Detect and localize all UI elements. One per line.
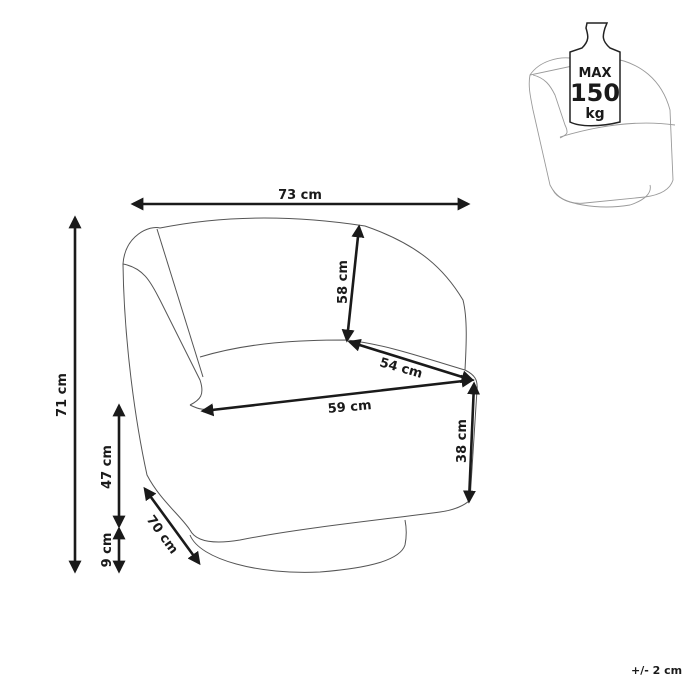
- seat-width-arrow: [200, 374, 475, 417]
- weight-icon: MAX 150 kg: [569, 22, 621, 127]
- seat-depth-label: 54 cm: [378, 355, 424, 382]
- load-badge-value: 150: [570, 79, 620, 107]
- width-label: 73 cm: [278, 188, 322, 203]
- depth-label: 70 cm: [143, 513, 181, 557]
- tolerance-note: +/- 2 cm: [631, 664, 683, 677]
- armrest-height-label: 38 cm: [455, 419, 470, 463]
- load-badge-max: MAX: [578, 66, 611, 81]
- chair-outline: [122, 217, 478, 573]
- backrest-arrow: [341, 224, 365, 343]
- armrest-height-arrow: [462, 381, 481, 504]
- height-label: 71 cm: [55, 373, 70, 417]
- seat-depth-arrow: [347, 338, 475, 384]
- depth-arrow: [143, 486, 201, 566]
- seat-height-label: 47 cm: [100, 445, 115, 489]
- backrest-label: 58 cm: [336, 260, 351, 304]
- base-height-label: 9 cm: [100, 533, 115, 568]
- seat-width-label: 59 cm: [327, 398, 372, 417]
- max-load-thumbnail: MAX 150 kg: [528, 22, 676, 208]
- load-badge-unit: kg: [585, 106, 604, 122]
- dimension-lines: [68, 197, 481, 574]
